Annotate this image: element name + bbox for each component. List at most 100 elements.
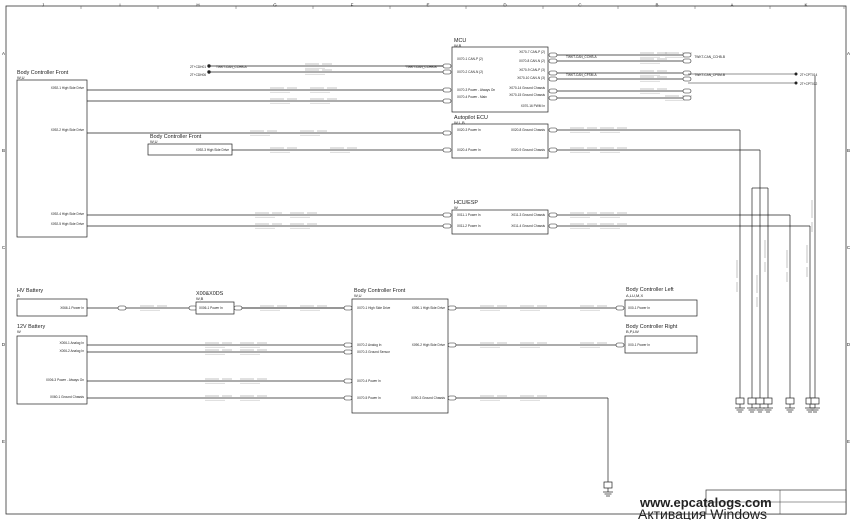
connector — [615, 342, 625, 348]
hv-battery-code: B — [17, 293, 20, 298]
mcu-pin-right-5: X070-14 Ground Chassis — [509, 86, 545, 90]
bcf-main-pin-l3: X070-3 Ground Sensor — [357, 350, 391, 354]
battery-12v-name: 12V Battery — [17, 324, 45, 330]
ground-connector — [603, 481, 613, 489]
bcf-mid-code: W,U — [150, 139, 158, 144]
connector — [343, 342, 353, 348]
grid-col-c: C — [578, 3, 582, 8]
mcu-code: W,B — [454, 43, 462, 48]
mcu-pin-left-4: X070-4 Power - Main — [457, 95, 487, 99]
connector — [442, 63, 452, 69]
mcu-pin-left-1: X070-1 CAN-P (2) — [457, 57, 483, 61]
conn-label-3: 2T+CPT014 — [800, 73, 818, 77]
bcf-mid-name: Body Controller Front — [150, 134, 202, 140]
bcf-main-pin-r3: X090-3 Ground Chassis — [411, 396, 445, 400]
connector — [548, 52, 558, 58]
ground-connector — [763, 397, 773, 405]
mcu-pin-right-6: X070-15 Ground Chassis — [509, 93, 545, 97]
bcf-top-pin-2: X092-2 High Side Drive — [51, 128, 85, 132]
bcf-main-pin-r2: X090-2 High Side Drive — [412, 343, 446, 347]
connector — [548, 76, 558, 82]
mcu-pin-left-3: X070-3 Power - Always On — [457, 88, 495, 92]
connector — [442, 87, 452, 93]
grid-col-j: J — [42, 3, 44, 8]
bcf-main-pin-r1: X090-1 High Side Drive — [412, 306, 446, 310]
bcf-top-pin-3: X092-4 High Side Drive — [51, 212, 85, 216]
grid-row-d: D — [2, 342, 6, 347]
mcu-pin-right-7: X070-16 PWM In — [521, 104, 545, 108]
grid-row-right-e: E — [847, 439, 850, 444]
mcu-pin-right-4: X070-10 CAN-N (3) — [517, 76, 545, 80]
ground-connector — [735, 397, 745, 405]
bus-label-left-2: TWKT-CAN_CCHB-B — [406, 65, 437, 69]
grid-row-e: E — [2, 439, 5, 444]
mcu-pin-right-1: X070-7 CAN-P (2) — [519, 50, 545, 54]
connector — [343, 349, 353, 355]
connector — [442, 212, 452, 218]
grid-col-g: G — [273, 3, 277, 8]
grid-row-right-a: A — [847, 51, 850, 56]
bcl-code: A,LU,M,X — [626, 293, 643, 298]
autopilot-pin-2: X020-4 Power In — [457, 148, 481, 152]
mcu-name: MCU — [454, 38, 466, 44]
dcdc-code: W,B — [196, 296, 204, 301]
wire-annotations — [140, 52, 813, 401]
bcf-main-code: W,U — [354, 293, 362, 298]
bcf-main-pin-l4: X070-4 Power In — [357, 379, 381, 383]
off-page-leads — [688, 73, 796, 84]
battery-12v-pin-4: X060-1 Ground Chassis — [50, 395, 84, 399]
mcu-pin-right-3: X070-9 CAN-P (3) — [519, 68, 545, 72]
bcf-top-box — [16, 79, 88, 238]
connector — [548, 88, 558, 94]
grid-col-d: D — [503, 3, 507, 8]
connector — [548, 95, 558, 101]
hcu-box — [451, 209, 549, 235]
grid-row-b: B — [2, 148, 5, 153]
ground-connector — [755, 397, 765, 405]
autopilot-pin-4: X020-9 Ground Chassis — [511, 148, 545, 152]
bcf-top-name: Body Controller Front — [17, 70, 69, 76]
grid-col-b: B — [655, 3, 658, 8]
connector — [447, 342, 457, 348]
battery-12v-box — [16, 335, 88, 405]
hv-battery-box — [16, 298, 88, 317]
bcr-box — [624, 335, 698, 354]
autopilot-name: Autopilot ECU — [454, 115, 488, 121]
bcf-main-pin-l1: X070-1 High Side Drive — [357, 306, 391, 310]
battery-12v-pin-2: X006-2 Analog In — [60, 349, 85, 353]
grid-row-c: C — [2, 245, 6, 250]
bcf-mid-pin-1: X092-3 High Side Drive — [196, 148, 230, 152]
grid-row-right-d: D — [847, 342, 851, 347]
connector — [682, 95, 692, 101]
conn-label-1: 2T+CDH01 — [190, 65, 206, 69]
hcu-code: W — [454, 205, 458, 210]
grid-row-a: A — [2, 51, 5, 56]
bcf-main-pin-l2: X070-2 Analog In — [357, 343, 382, 347]
autopilot-pin-3: X020-8 Ground Chassis — [511, 128, 545, 132]
connector — [548, 147, 558, 153]
hcu-pin-4: X011-4 Ground Chassis — [511, 224, 545, 228]
battery-12v-pin-1: X006-1 Analog In — [60, 341, 85, 345]
connector — [442, 69, 452, 75]
bus-label-2: TWKT-CAN_CCHB-B — [694, 55, 725, 59]
connector — [447, 395, 457, 401]
wire-layer — [87, 54, 816, 482]
bcf-top-pin-4: X092-5 High Side Drive — [51, 222, 85, 226]
connector — [682, 88, 692, 94]
bcf-main-box — [351, 298, 449, 414]
ground-connector — [785, 397, 795, 405]
bcr-code: B,P,LW — [626, 329, 639, 334]
dcdc-name: X00&X0DS — [196, 291, 224, 297]
mcu-pin-left-2: X070-2 CAN-N (2) — [457, 70, 483, 74]
bcl-pin-1: X00-1 Power In — [628, 306, 650, 310]
bcf-top-code: W,U — [17, 75, 25, 80]
grid-row-right-b: B — [847, 148, 850, 153]
bcr-pin-1: X00-1 Power In — [628, 343, 650, 347]
connector — [548, 70, 558, 76]
dcdc-box — [195, 301, 235, 315]
autopilot-pin-1: X020-3 Power In — [457, 128, 481, 132]
battery-12v-code: W — [17, 329, 21, 334]
grid-col-e: E — [426, 3, 429, 8]
